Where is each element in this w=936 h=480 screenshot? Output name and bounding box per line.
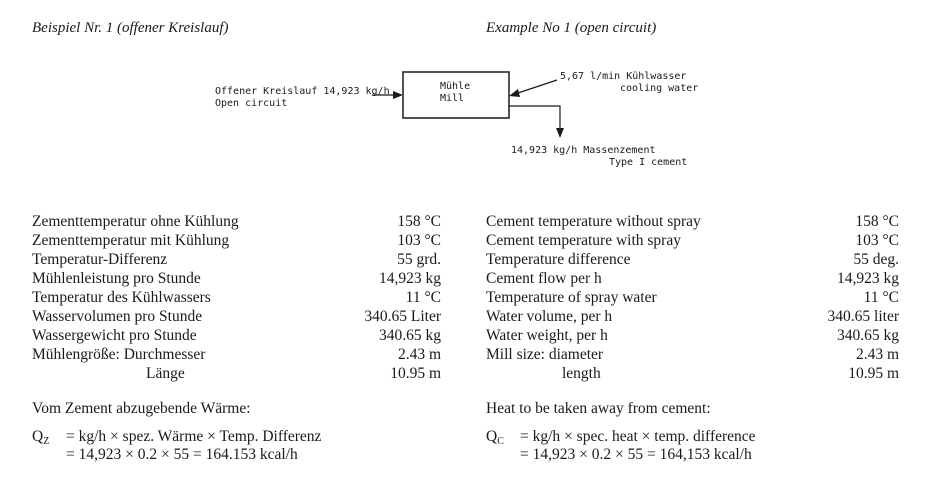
table-row: length 10.95 m (486, 364, 899, 383)
table-row: Temperature of spray water 11 °C (486, 288, 899, 307)
row-label: length (562, 365, 601, 382)
row-label: Wasservolumen pro Stunde (32, 308, 203, 325)
table-row: Temperatur-Differenz 55 grd. (32, 250, 441, 269)
row-value: 158 °C (397, 213, 441, 230)
heat-heading-de: Vom Zement abzugebende Wärme: (32, 400, 251, 417)
row-label: Mühlengröße: Durchmesser (32, 346, 206, 363)
input-arrowhead (393, 91, 403, 99)
table-row: Wassergewicht pro Stunde 340.65 kg (32, 326, 441, 345)
output-label-de: 14,923 kg/h Massenzement (511, 145, 656, 156)
table-row: Mühlenleistung pro Stunde 14,923 kg (32, 269, 441, 288)
row-label: Mill size: diameter (486, 346, 604, 363)
output-arrowhead (556, 128, 564, 138)
water-label-de: 5,67 l/min Kühlwasser (560, 71, 687, 82)
table-row: Cement flow per h 14,923 kg (486, 269, 899, 288)
row-label: Temperature difference (486, 251, 631, 268)
row-label: Temperature of spray water (486, 289, 657, 306)
table-row: Cement temperature without spray 158 °C (486, 212, 899, 231)
row-value: 103 °C (397, 232, 441, 249)
row-value: 10.95 m (848, 365, 899, 382)
heat-symbol-en: QC (486, 428, 504, 447)
input-label-en: Open circuit (215, 98, 288, 109)
water-label-en: cooling water (620, 83, 699, 94)
row-value: 55 grd. (397, 251, 441, 268)
water-arrow (511, 79, 558, 96)
row-label: Water volume, per h (486, 308, 613, 325)
row-value: 11 °C (863, 289, 899, 306)
row-label: Water weight, per h (486, 327, 608, 344)
output-label-en: Type I cement (609, 157, 688, 168)
table-row: Water volume, per h 340.65 liter (486, 307, 899, 326)
row-value: 11 °C (405, 289, 441, 306)
output-arrow (509, 105, 561, 132)
row-value: 10.95 m (390, 365, 441, 382)
row-label: Mühlenleistung pro Stunde (32, 270, 201, 287)
row-value: 340.65 kg (379, 327, 441, 344)
water-arrowhead (509, 89, 520, 97)
row-value: 14,923 kg (837, 270, 899, 287)
row-value: 55 deg. (853, 251, 899, 268)
table-row: Zementtemperatur mit Kühlung 103 °C (32, 231, 441, 250)
row-value: 103 °C (855, 232, 899, 249)
heat-symbol-de: QZ (32, 428, 50, 447)
row-value: 158 °C (855, 213, 899, 230)
row-label: Cement flow per h (486, 270, 602, 287)
row-label: Zementtemperatur mit Kühlung (32, 232, 230, 249)
row-value: 340.65 liter (827, 308, 899, 325)
heat-heading-en: Heat to be taken away from cement: (486, 400, 711, 417)
row-label: Wassergewicht pro Stunde (32, 327, 197, 344)
row-label: Temperatur des Kühlwassers (32, 289, 211, 306)
table-row: Zementtemperatur ohne Kühlung 158 °C (32, 212, 441, 231)
row-label: Cement temperature with spray (486, 232, 681, 249)
table-row: Temperatur des Kühlwassers 11 °C (32, 288, 441, 307)
input-label-de: Offener Kreislauf 14,923 kg/h (215, 86, 390, 97)
table-row: Länge 10.95 m (32, 364, 441, 383)
table-row: Cement temperature with spray 103 °C (486, 231, 899, 250)
row-value: 2.43 m (397, 346, 441, 363)
mill-label-de: Mühle (440, 81, 471, 92)
row-label: Länge (146, 365, 185, 382)
heat-result-de: = 14,923 × 0.2 × 55 = 164.153 kcal/h (66, 446, 298, 463)
row-value: 2.43 m (855, 346, 899, 363)
table-row: Temperature difference 55 deg. (486, 250, 899, 269)
row-label: Zementtemperatur ohne Kühlung (32, 213, 239, 230)
diagram-lines (372, 71, 564, 138)
heat-formula-en: = kg/h × spec. heat × temp. difference (520, 428, 756, 445)
mill-label-en: Mill (440, 93, 465, 104)
row-label: Temperatur-Differenz (32, 251, 168, 268)
title-german: Beispiel Nr. 1 (offener Kreislauf) (32, 20, 229, 36)
heat-result-en: = 14,923 × 0.2 × 55 = 164,153 kcal/h (520, 446, 752, 463)
row-label: Cement temperature without spray (486, 213, 701, 230)
title-english: Example No 1 (open circuit) (486, 20, 657, 36)
row-value: 340.65 kg (837, 327, 899, 344)
table-row: Mühlengröße: Durchmesser 2.43 m (32, 345, 441, 364)
table-row: Mill size: diameter 2.43 m (486, 345, 899, 364)
row-value: 14,923 kg (379, 270, 441, 287)
row-value: 340.65 Liter (364, 308, 441, 325)
heat-formula-de: = kg/h × spez. Wärme × Temp. Differenz (66, 428, 322, 445)
table-row: Wasservolumen pro Stunde 340.65 Liter (32, 307, 441, 326)
table-row: Water weight, per h 340.65 kg (486, 326, 899, 345)
